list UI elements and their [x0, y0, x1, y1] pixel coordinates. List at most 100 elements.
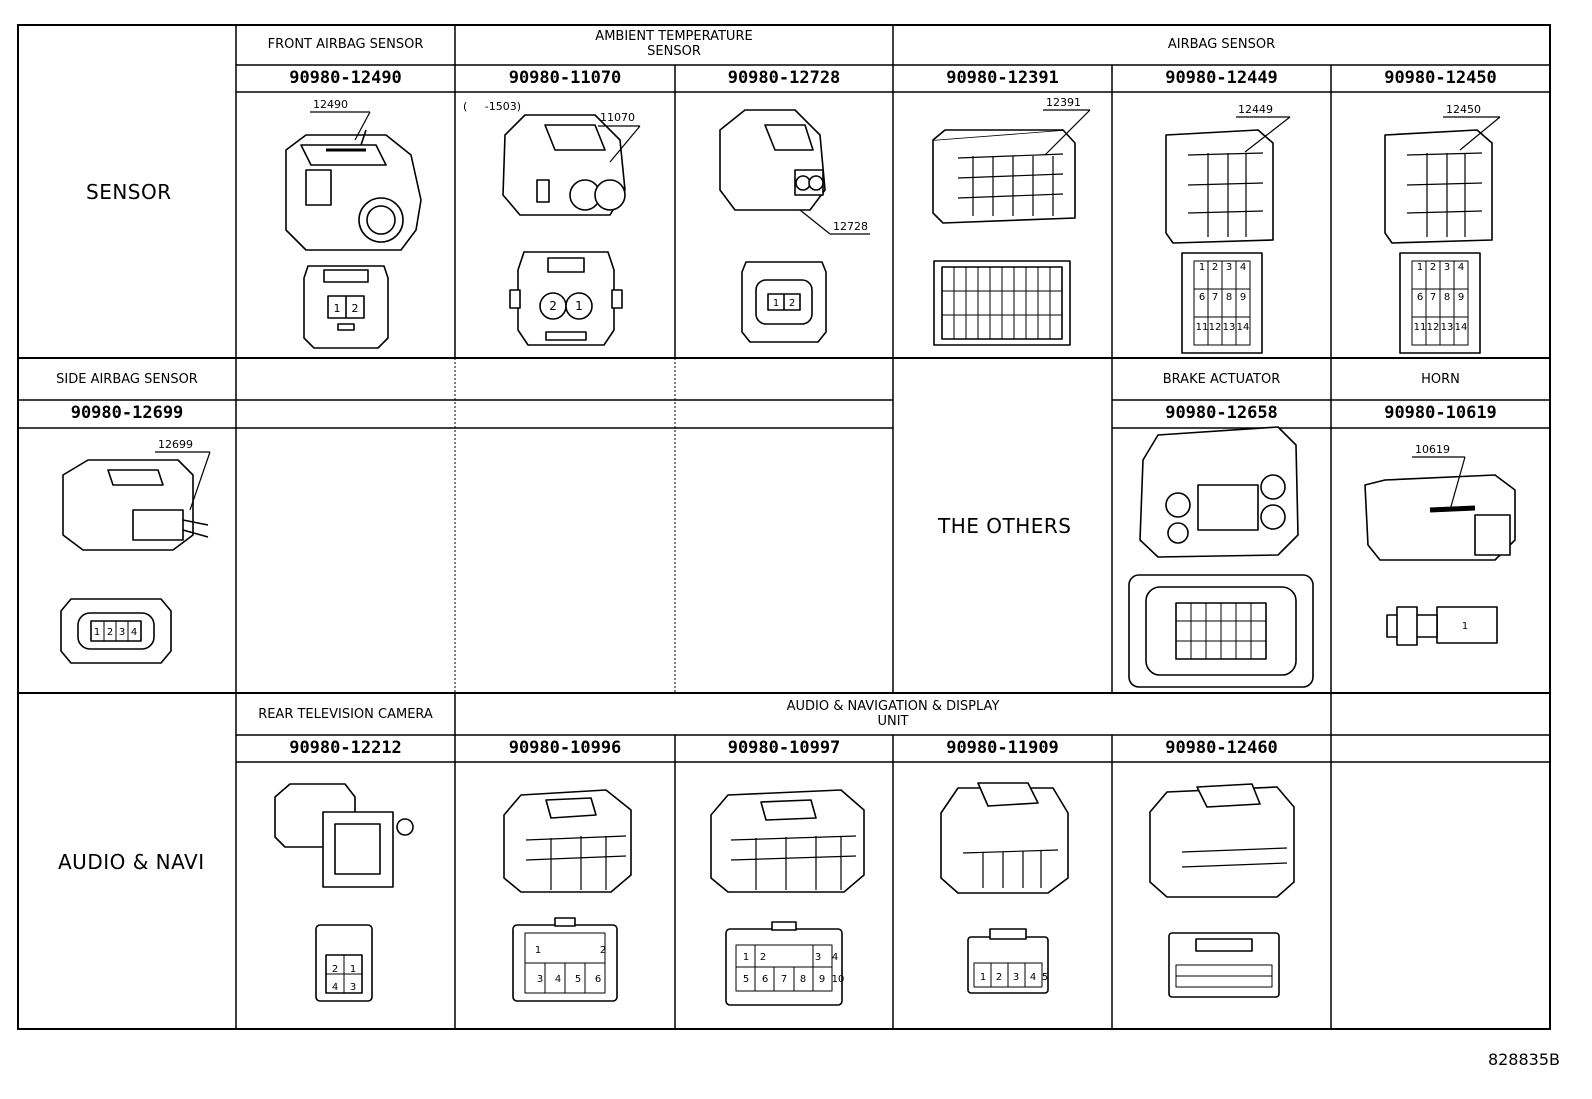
svg-text:8: 8	[1226, 292, 1232, 303]
connector-12391-drawing	[932, 129, 1076, 224]
connector-12658-drawing	[1139, 426, 1299, 558]
connector-10619-face	[1386, 606, 1498, 646]
connector-12460-face	[1168, 932, 1280, 998]
part-number-12699: 90980-12699	[70, 403, 184, 423]
part-number-10997: 90980-10997	[727, 738, 841, 758]
part-number-10619: 90980-10619	[1384, 403, 1497, 423]
svg-text:6: 6	[1199, 292, 1205, 303]
part-number-11070: 90980-11070	[508, 68, 622, 88]
svg-text:14: 14	[1455, 322, 1468, 333]
svg-text:2: 2	[332, 964, 338, 975]
group-audio-nav-display-unit: AUDIO & NAVIGATION & DISPLAY UNIT	[786, 699, 1000, 729]
connector-11070-face: 2 1	[509, 251, 623, 346]
svg-text:9: 9	[1240, 292, 1246, 303]
svg-text:1: 1	[1462, 621, 1468, 632]
pins-10619: 1	[1462, 621, 1468, 632]
svg-text:1: 1	[334, 302, 341, 315]
svg-text:1: 1	[350, 964, 356, 975]
connector-12212-face	[315, 924, 373, 1002]
svg-text:13: 13	[1223, 322, 1236, 333]
svg-text:4: 4	[1458, 262, 1464, 273]
connector-12450-drawing	[1384, 129, 1493, 244]
svg-text:2: 2	[600, 945, 606, 956]
svg-text:11: 11	[1196, 322, 1209, 333]
svg-text:3: 3	[815, 952, 821, 963]
connector-10619-drawing	[1364, 474, 1516, 561]
svg-text:11: 11	[1414, 322, 1427, 333]
svg-text:12: 12	[1427, 322, 1440, 333]
svg-text:2: 2	[1430, 262, 1436, 273]
group-brake-actuator: BRAKE ACTUATOR	[1162, 372, 1281, 387]
svg-text:7: 7	[781, 974, 787, 985]
part-number-12391: 90980-12391	[946, 68, 1059, 88]
svg-text:1: 1	[1199, 262, 1205, 273]
svg-text:6: 6	[595, 974, 601, 985]
callout-12490: 12490	[313, 98, 348, 111]
svg-text:4: 4	[131, 627, 137, 638]
svg-text:13: 13	[1441, 322, 1454, 333]
svg-text:3: 3	[1013, 972, 1019, 983]
svg-text:5: 5	[1042, 972, 1048, 983]
svg-text:3: 3	[1444, 262, 1450, 273]
svg-text:9: 9	[1458, 292, 1464, 303]
svg-text:2: 2	[996, 972, 1002, 983]
connector-12212-drawing	[274, 783, 414, 888]
svg-text:1: 1	[94, 627, 100, 638]
svg-text:3: 3	[119, 627, 125, 638]
svg-text:12: 12	[1209, 322, 1222, 333]
connector-12699-face	[60, 598, 172, 664]
connector-12658-face	[1128, 574, 1314, 688]
connector-10997-face	[725, 921, 843, 1006]
svg-text:3: 3	[350, 982, 356, 993]
part-number-12728: 90980-12728	[727, 68, 841, 88]
part-number-12449: 90980-12449	[1165, 68, 1278, 88]
connector-11909-face	[967, 928, 1049, 994]
connector-12449-drawing	[1165, 129, 1274, 244]
connector-11070-drawing	[502, 114, 626, 216]
svg-text:8: 8	[1444, 292, 1450, 303]
svg-text:14: 14	[1237, 322, 1250, 333]
group-airbag-sensor: AIRBAG SENSOR	[1167, 37, 1276, 52]
group-rear-television-camera: REAR TELEVISION CAMERA	[258, 707, 433, 722]
svg-text:4: 4	[1240, 262, 1246, 273]
connector-12490-drawing	[285, 129, 422, 251]
callout-10619: 10619	[1415, 443, 1450, 456]
connector-12699-drawing	[62, 459, 209, 551]
svg-text:1: 1	[1417, 262, 1423, 273]
connector-10997-drawing	[710, 789, 865, 893]
svg-text:2: 2	[1212, 262, 1218, 273]
connector-11909-drawing	[940, 782, 1069, 894]
svg-text:6: 6	[1417, 292, 1423, 303]
svg-text:7: 7	[1430, 292, 1436, 303]
group-ambient-temperature-sensor: AMBIENT TEMPERATURE SENSOR	[595, 29, 753, 59]
callout-11070-range: ( -1503)	[463, 100, 522, 113]
svg-text:2: 2	[352, 302, 359, 315]
svg-text:1: 1	[575, 299, 583, 313]
svg-text:4: 4	[832, 952, 838, 963]
svg-text:5: 5	[575, 974, 581, 985]
outer-frame	[17, 24, 1551, 1030]
callout-12699: 12699	[158, 438, 193, 451]
svg-text:6: 6	[762, 974, 768, 985]
category-sensor: SENSOR	[86, 180, 172, 204]
svg-text:4: 4	[555, 974, 561, 985]
category-the-others: THE OTHERS	[938, 514, 1072, 538]
connector-12449-face	[1181, 252, 1263, 354]
svg-text:8: 8	[800, 974, 806, 985]
connector-10996-drawing	[503, 789, 632, 893]
callout-12728: 12728	[833, 220, 868, 233]
callout-12449: 12449	[1238, 103, 1273, 116]
svg-text:2: 2	[760, 952, 766, 963]
svg-text:3: 3	[537, 974, 543, 985]
svg-text:3: 3	[1226, 262, 1232, 273]
part-number-12212: 90980-12212	[289, 738, 402, 758]
category-audio-navi: AUDIO & NAVI	[58, 850, 205, 874]
callout-12391: 12391	[1046, 96, 1081, 109]
part-number-12490: 90980-12490	[289, 68, 402, 88]
